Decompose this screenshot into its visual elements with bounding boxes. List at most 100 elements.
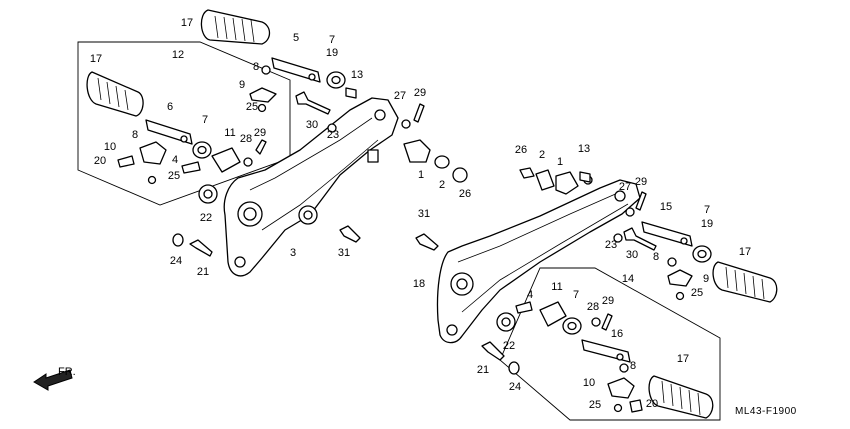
bolt-25-left-upper <box>257 103 267 113</box>
callout-9: 9 <box>239 79 245 91</box>
ring-28-left <box>243 157 253 167</box>
drawing-code: ML43-F1900 <box>735 406 797 417</box>
ring-28-right <box>591 317 601 327</box>
spring-29-right-top <box>635 191 647 211</box>
nut-8-right-lower <box>619 363 629 373</box>
bolt-30-left <box>295 91 331 115</box>
pin-4-left <box>181 161 201 174</box>
left-front-footpeg <box>86 71 144 117</box>
bolt-31-right <box>415 233 439 251</box>
callout-19: 19 <box>701 218 713 230</box>
left-rear-footpeg <box>200 9 271 45</box>
callout-2: 2 <box>439 179 445 191</box>
callout-25: 25 <box>246 101 258 113</box>
bolt-30-right <box>623 227 657 251</box>
callout-7: 7 <box>573 289 579 301</box>
callout-3: 3 <box>290 247 296 259</box>
callout-13: 13 <box>578 143 590 155</box>
callout-29: 29 <box>414 87 426 99</box>
bolt-20-right <box>629 399 643 413</box>
callout-22: 22 <box>503 340 515 352</box>
washer-23-left <box>327 123 337 133</box>
right-front-footpeg <box>648 375 714 419</box>
callout-11: 11 <box>224 127 235 139</box>
callout-28: 28 <box>240 133 252 145</box>
callout-8: 8 <box>653 251 659 263</box>
callout-22: 22 <box>200 212 212 224</box>
callout-25: 25 <box>691 287 703 299</box>
callout-16: 16 <box>611 328 623 340</box>
callout-31: 31 <box>418 208 430 220</box>
callout-8: 8 <box>253 61 259 73</box>
bolt-25-right-upper <box>675 291 685 301</box>
callout-1: 1 <box>557 156 563 168</box>
callout-30: 30 <box>626 249 638 261</box>
callout-4: 4 <box>527 289 533 301</box>
callout-27: 27 <box>619 181 631 193</box>
spring-29-left <box>255 139 267 155</box>
callout-6: 6 <box>167 101 173 113</box>
right-rear-peg-bar <box>641 221 693 247</box>
nut-8-right-upper <box>667 257 677 267</box>
bolt-25-right-lower <box>613 403 623 413</box>
right-front-peg-bar <box>581 339 631 363</box>
washer-27-right <box>625 207 635 217</box>
holder-10-left <box>139 141 167 165</box>
callout-8: 8 <box>630 360 636 372</box>
holder-10-right <box>607 377 635 399</box>
callout-25: 25 <box>589 399 601 411</box>
callout-29: 29 <box>254 127 266 139</box>
callout-27: 27 <box>394 90 406 102</box>
right-step-bracket <box>436 179 641 344</box>
callout-17: 17 <box>739 246 751 258</box>
callout-10: 10 <box>583 377 595 389</box>
right-rear-footpeg <box>712 261 778 303</box>
spring-29-right <box>601 313 613 331</box>
callout-7: 7 <box>329 34 335 46</box>
holder-9-upper <box>249 87 277 103</box>
callout-26: 26 <box>459 188 471 200</box>
callout-24: 24 <box>509 381 521 393</box>
callout-21: 21 <box>477 364 489 376</box>
pin-4-right <box>515 301 533 314</box>
callout-29: 29 <box>602 295 614 307</box>
callout-15: 15 <box>660 201 672 213</box>
callout-26: 26 <box>515 144 527 156</box>
callout-2: 2 <box>539 149 545 161</box>
cap-24-right <box>508 361 520 375</box>
left-front-peg-bar <box>145 119 193 145</box>
callout-29: 29 <box>635 176 647 188</box>
spring-29-top <box>413 103 425 123</box>
callout-19: 19 <box>326 47 338 59</box>
callout-17: 17 <box>181 17 193 29</box>
callout-4: 4 <box>172 154 178 166</box>
left-rear-peg-bar <box>271 57 321 83</box>
callout-23: 23 <box>327 129 339 141</box>
callout-20: 20 <box>94 155 106 167</box>
callout-31: 31 <box>338 247 350 259</box>
pin-13-right <box>579 171 591 183</box>
callout-30: 30 <box>306 119 318 131</box>
center-pivot-parts <box>403 139 593 195</box>
callout-21: 21 <box>197 266 209 278</box>
callout-17: 17 <box>90 53 102 65</box>
callout-18: 18 <box>413 278 425 290</box>
callout-11: 11 <box>551 281 562 293</box>
cap-24-left <box>172 233 184 247</box>
callout-7: 7 <box>202 114 208 126</box>
callout-14: 14 <box>622 273 634 285</box>
washer-27-left <box>401 119 411 129</box>
callout-13: 13 <box>351 69 363 81</box>
bolt-21-right <box>481 341 505 361</box>
pin-13-left <box>345 87 357 99</box>
callout-17: 17 <box>677 353 689 365</box>
callout-8: 8 <box>132 129 138 141</box>
callout-12: 12 <box>172 49 184 61</box>
callout-24: 24 <box>170 255 182 267</box>
pivot-11-left <box>211 147 241 173</box>
callout-5: 5 <box>293 32 299 44</box>
washer-23-right <box>613 233 623 243</box>
direction-label: FR. <box>58 366 76 378</box>
